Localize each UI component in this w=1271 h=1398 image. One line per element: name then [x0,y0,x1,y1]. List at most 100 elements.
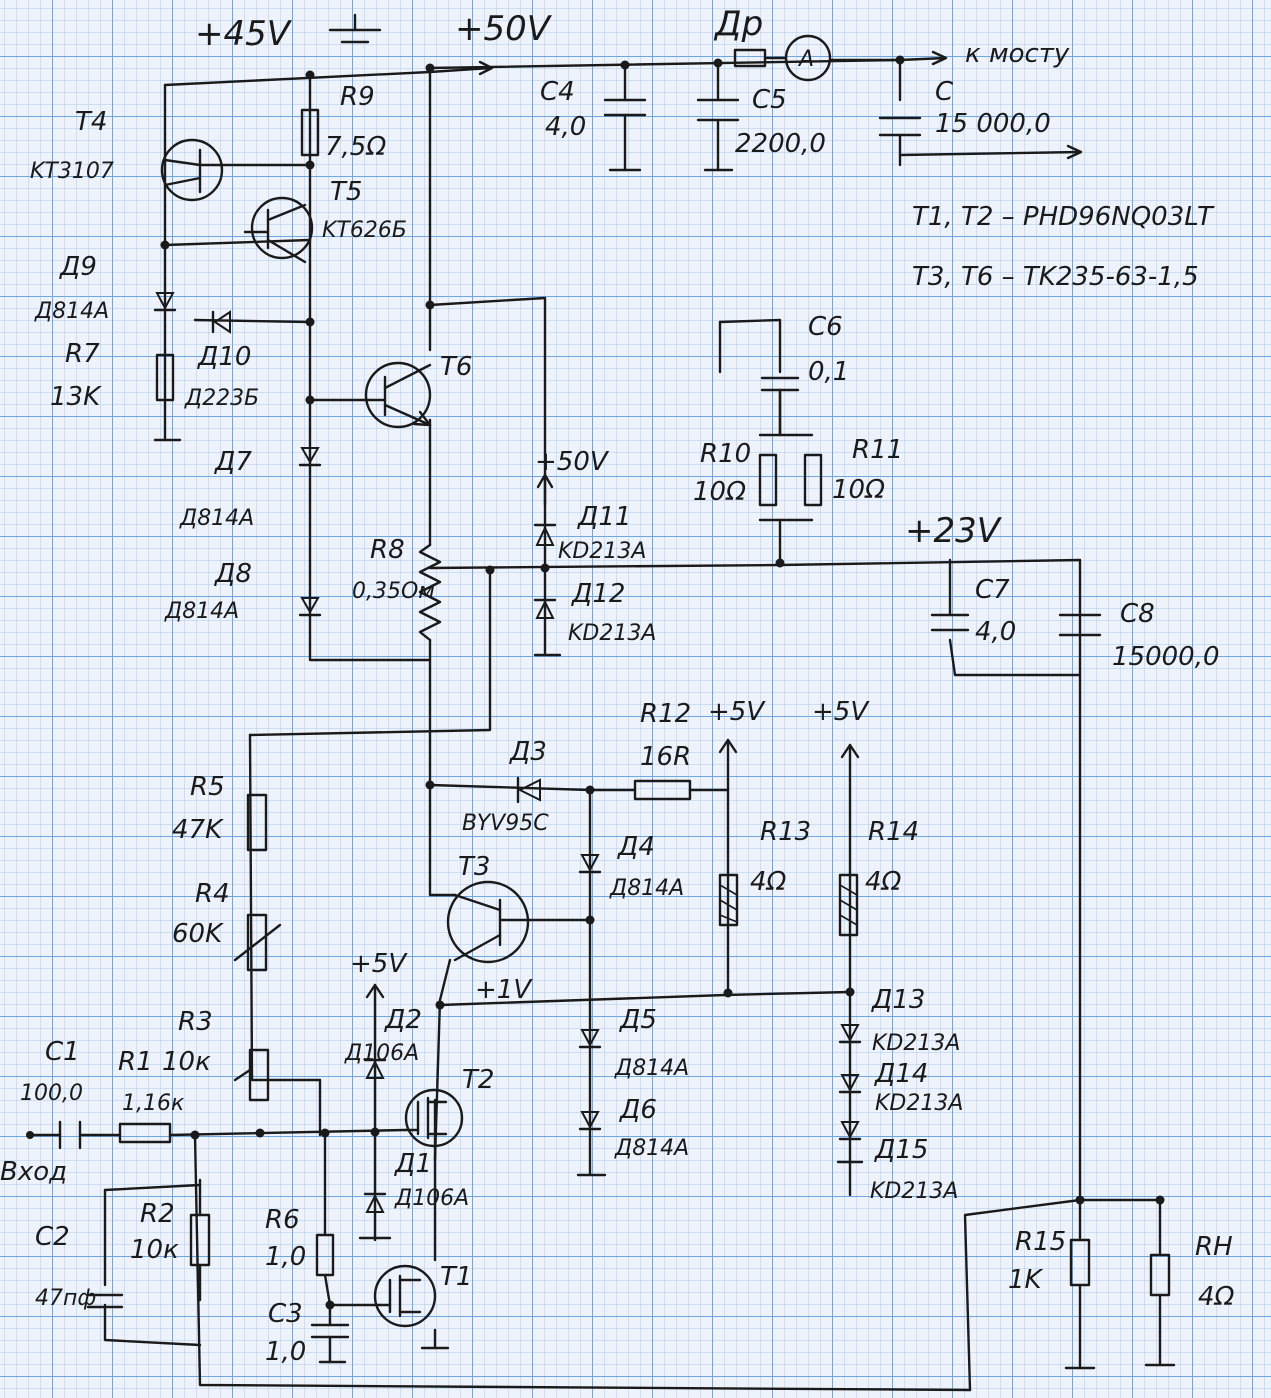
r7-label: R7 [65,339,100,369]
d13-type: KD213A [872,1031,960,1056]
d9-label: Д9 [59,252,97,282]
c8-label: C8 [1120,599,1155,629]
D11-symbol [535,525,555,546]
R14-body [838,873,859,937]
r6-label: R6 [265,1205,300,1235]
R6-body [315,1233,335,1277]
D5-symbol [580,1029,600,1048]
note-t3t6: T3, T6 – TK235-63-1,5 [912,262,1199,292]
D4-symbol [580,854,600,873]
r15-value: 1K [1008,1265,1044,1295]
T3-symbol [446,880,532,964]
r4-label: R4 [195,879,230,909]
d1-type: Д106А [394,1186,469,1211]
d13-label: Д13 [871,985,925,1015]
t1-label: T1 [440,1262,472,1292]
r13-label: R13 [760,817,811,847]
r3-value: 10к [162,1047,211,1077]
c1-value: 100,0 [20,1081,83,1106]
diodes [153,292,862,1213]
R3-body [248,1048,270,1102]
D13-symbol [840,1024,860,1043]
C3-plates [310,1323,350,1339]
input-label: Вход [0,1157,67,1187]
R2-body [189,1213,211,1267]
c8-value: 15000,0 [1112,642,1220,672]
rail-5v-a: +5V [708,697,766,727]
d2-type: Д106А [344,1041,419,1066]
c-label: C [935,77,954,107]
d14-label: Д14 [874,1059,928,1089]
C4-plates [603,98,647,117]
r14-value: 4Ω [865,867,902,897]
D1-symbol [365,1193,385,1213]
d9-type: Д814А [34,299,109,324]
r2-value: 10к [130,1235,179,1265]
R10-body [758,453,778,507]
r8-label: R8 [370,535,405,565]
rail-50v: +50V [455,9,553,49]
d5-type: Д814А [614,1056,689,1081]
R5-body [246,793,268,852]
d1-label: Д1 [394,1149,432,1179]
rail-45v: +45V [195,14,293,54]
d14-type: KD213A [875,1091,963,1116]
C5-plates [696,98,740,122]
capacitors [58,98,1102,1364]
c7-label: C7 [975,575,1010,605]
t2-label: T2 [462,1065,494,1095]
R4-body [246,913,268,972]
d11-label: Д11 [577,502,631,532]
d12-label: Д12 [571,579,625,609]
T6-symbol [364,361,432,429]
C6-plates [760,376,800,392]
c2-value: 47пф [35,1286,96,1311]
rail-50v-b: +50V [535,447,610,477]
labels: +45V +50V к мосту +50V +23V +5V +5V +5V … [0,4,1235,1367]
d3-type: BYV95C [462,811,549,836]
r3-label: R3 [178,1007,213,1037]
c5-value: 2200,0 [735,129,826,159]
wires [28,56,1176,1392]
D9-symbol [155,292,175,311]
D10-symbol [213,310,231,334]
note-t1t2: T1, T2 – PHD96NQ03LT [912,202,1215,232]
d6-label: Д6 [619,1095,657,1125]
c-value: 15 000,0 [935,109,1051,139]
r2-label: R2 [140,1199,175,1229]
T4-symbol [160,138,224,202]
r10-label: R10 [700,439,751,469]
rail-5v-c: +5V [350,949,408,979]
d15-label: Д15 [874,1135,928,1165]
R15-body [1069,1238,1091,1287]
r12-value: 16R [640,742,691,772]
r6-value: 1,0 [265,1242,306,1272]
d4-label: Д4 [617,832,655,862]
d12-type: KD213A [568,621,656,646]
d6-type: Д814А [614,1136,689,1161]
r11-value: 10Ω [832,475,885,505]
d4-type: Д814А [609,876,684,901]
rail-23v: +23V [905,511,1003,551]
t6-label: T6 [440,352,472,382]
c3-value: 1,0 [265,1337,306,1367]
transistors [160,13,902,1328]
d8-label: Д8 [214,559,252,589]
r5-value: 47K [172,815,224,845]
d8-type: Д814А [164,599,239,624]
c7-value: 4,0 [975,617,1016,647]
R12-body [633,779,692,801]
c5-label: C5 [752,85,787,115]
RH-body [1149,1253,1171,1297]
d7-label: Д7 [214,447,252,477]
t5-label: T5 [330,177,362,207]
D8-symbol [300,597,320,615]
C8-plates [1058,613,1102,637]
R9-body [300,108,320,157]
junctions [26,55,1165,1310]
c3-label: C3 [268,1299,303,1329]
C1-plates [58,1120,82,1150]
D3-symbol [517,778,541,802]
R7-body [155,353,175,402]
